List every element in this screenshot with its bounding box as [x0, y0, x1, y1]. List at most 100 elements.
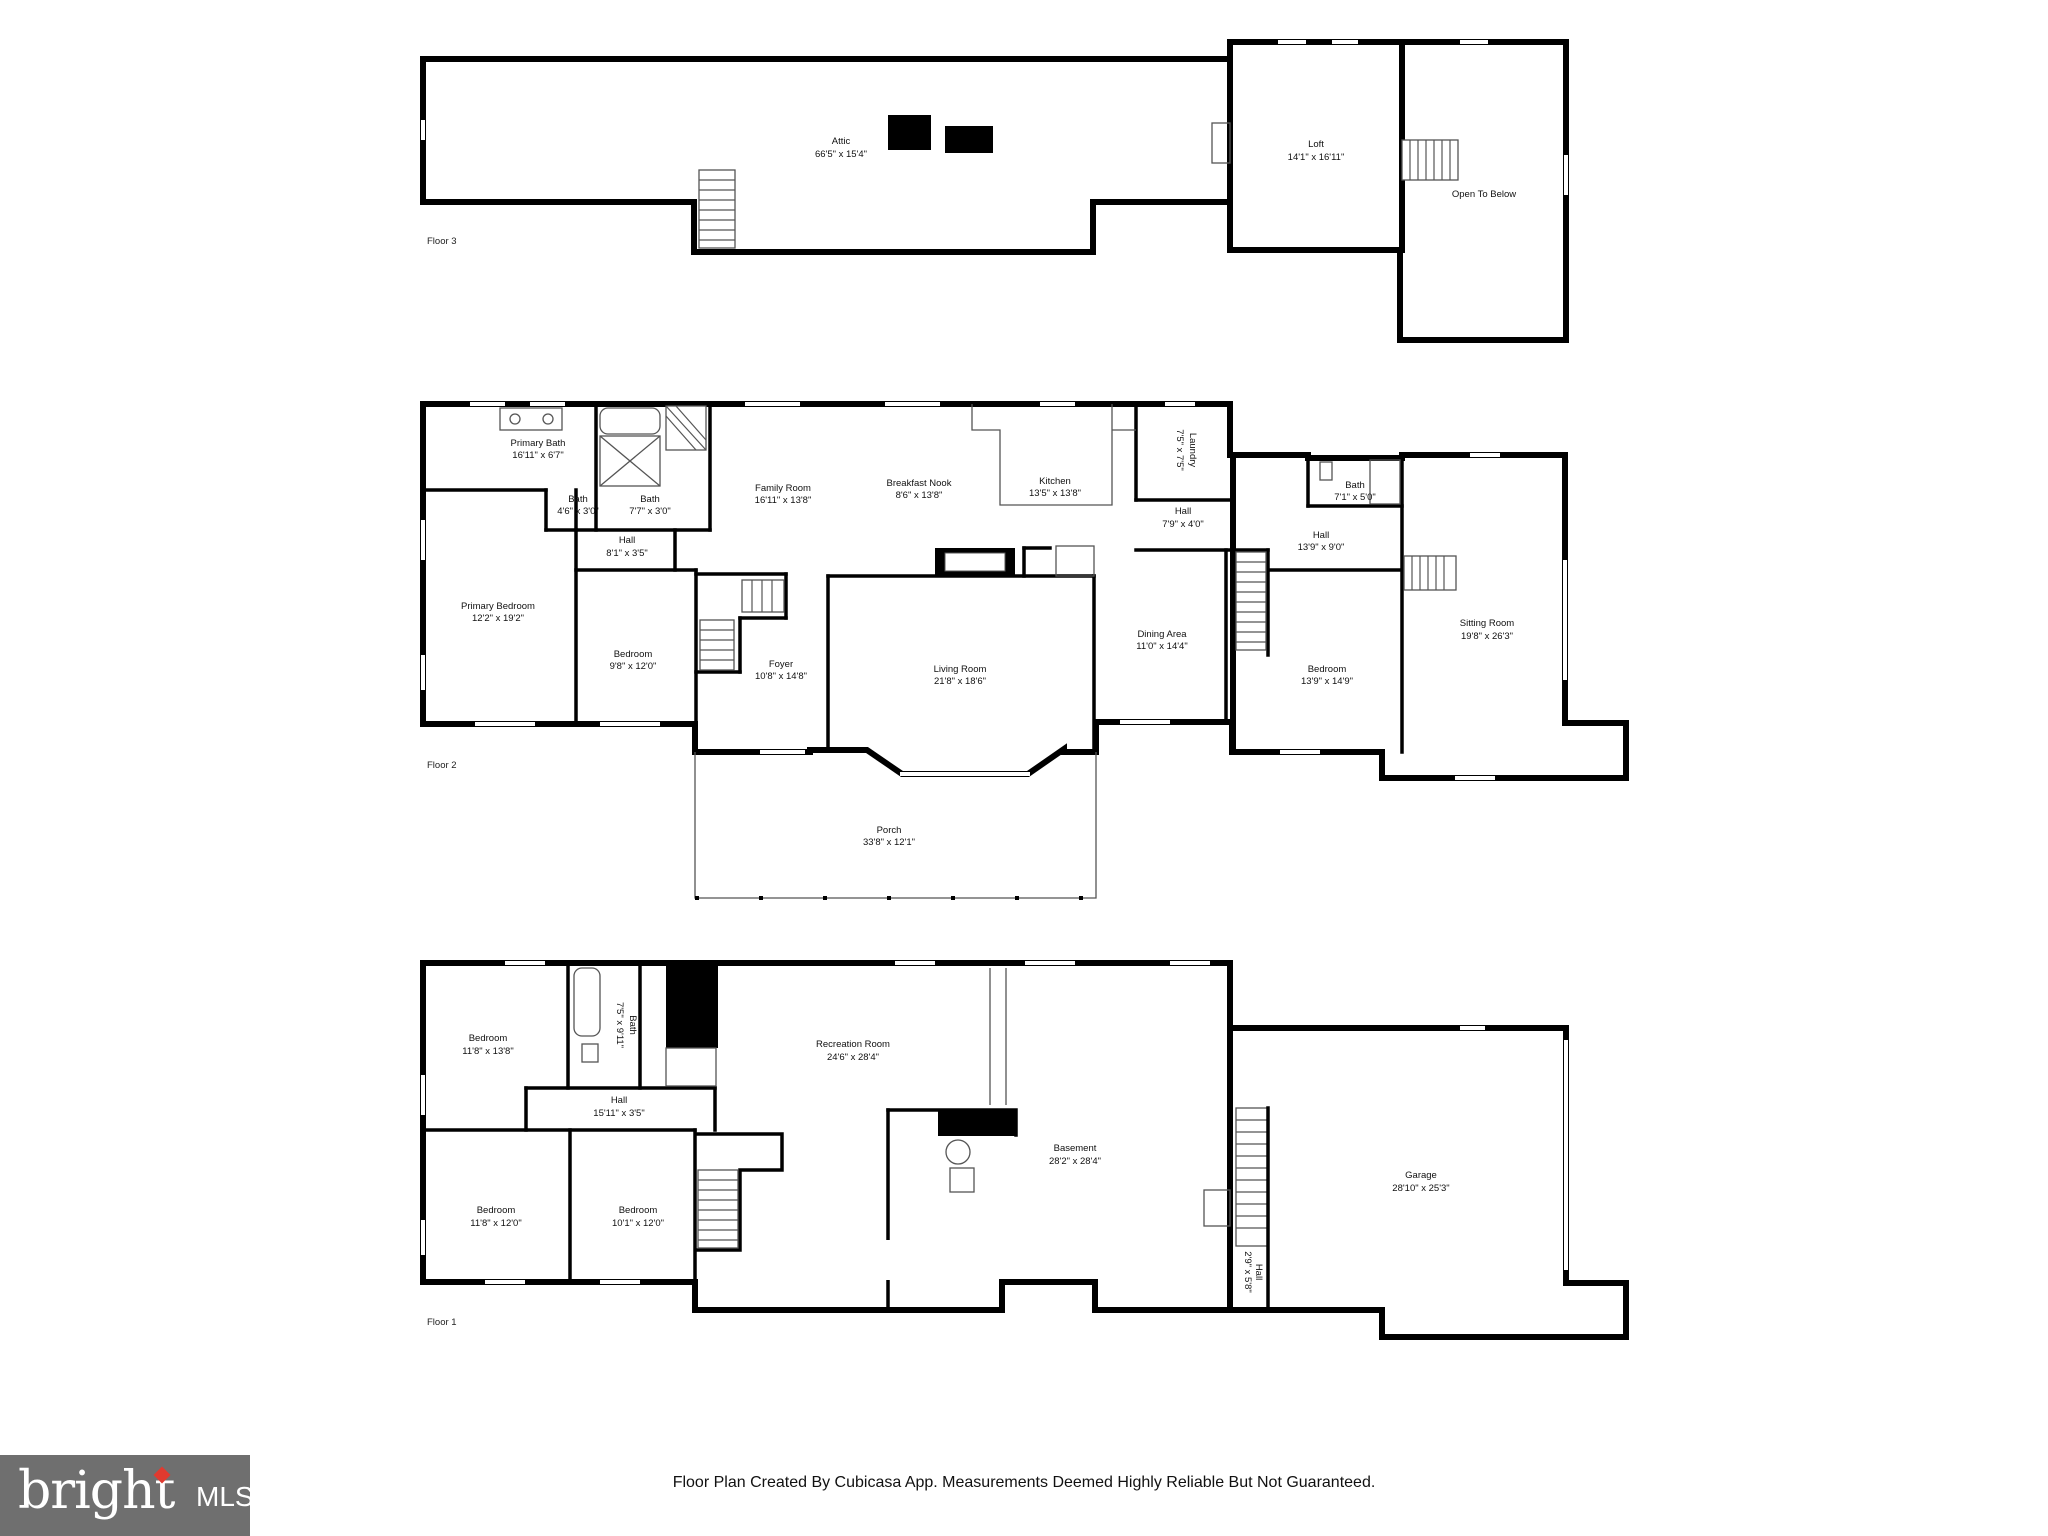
mechanical-block: [938, 1110, 1016, 1136]
bathtub: [573, 967, 601, 1037]
right-wing-stairs: [1235, 551, 1267, 651]
room-dimensions: 9'8" x 12'0": [610, 661, 657, 672]
attic-stairs: [698, 169, 736, 249]
floor-3-plan: Floor 3: [420, 39, 1569, 343]
room-name: Bath: [627, 1015, 638, 1035]
room-dimensions: 16'11" x 6'7": [512, 450, 563, 461]
logo-suffix-text: MLS: [196, 1481, 254, 1512]
floor-1-plan: Floor 1: [420, 960, 1629, 1340]
basement-stairs: [697, 1169, 739, 1249]
foyer-stairs: [699, 579, 785, 671]
room-name: Hall: [611, 1095, 627, 1106]
logo-brand-text: bright: [18, 1461, 175, 1521]
room-dimensions: 10'1" x 12'0": [612, 1218, 664, 1229]
room-name: Primary Bath: [511, 438, 566, 449]
room-dimensions: 11'8" x 13'8": [462, 1046, 513, 1057]
interior-wall: [696, 1132, 784, 1252]
room-dimensions: 13'5" x 13'8": [1029, 488, 1081, 499]
room-name: Hall: [619, 535, 635, 546]
loft-stairs: [1401, 139, 1459, 181]
room-name: Foyer: [769, 659, 793, 670]
family-room-stairs: [665, 405, 707, 451]
room-name: Basement: [1054, 1143, 1097, 1154]
room-dimensions: 10'8" x 14'8": [755, 671, 807, 682]
room-dimensions: 14'1" x 16'11": [1288, 152, 1345, 163]
room-name: Attic: [832, 136, 851, 147]
attic-vent-right: [945, 126, 993, 153]
room-name: Breakfast Nook: [887, 478, 952, 489]
room-name: Dining Area: [1137, 629, 1187, 640]
room-dimensions: 28'10" x 25'3": [1392, 1183, 1449, 1194]
room-dimensions: 7'9" x 4'0": [1162, 519, 1204, 530]
room-dimensions: 11'8" x 12'0": [470, 1218, 521, 1229]
room-name: Garage: [1405, 1170, 1437, 1181]
room-name: Bedroom: [614, 649, 653, 660]
shower: [599, 435, 661, 487]
room-dimensions: 7'1" x 5'0": [1334, 492, 1376, 503]
room-name: Hall: [1313, 530, 1329, 541]
room-name: Bedroom: [477, 1205, 516, 1216]
room-dimensions: 7'7" x 3'0": [629, 506, 671, 517]
shower: [1369, 459, 1401, 505]
room-name: Kitchen: [1039, 476, 1071, 487]
room-dimensions: 4'6" x 3'0": [557, 506, 599, 517]
room-dimensions: 19'8" x 26'3": [1461, 631, 1513, 642]
chimney: [1211, 122, 1231, 164]
main-house-outline: [420, 960, 1233, 1313]
chimney-outline: [1203, 1189, 1231, 1227]
room-name: Bath: [640, 494, 660, 505]
toilet: [1319, 461, 1333, 481]
room-dimensions: 12'2" x 19'2": [472, 613, 524, 624]
room-name: Sitting Room: [1460, 618, 1514, 629]
floor-label: Floor 1: [427, 1317, 457, 1328]
room-dimensions: 7'5" x 9'11": [614, 1002, 625, 1048]
room-name: Living Room: [934, 664, 987, 675]
room-dimensions: 21'8" x 18'6": [934, 676, 986, 687]
room-dimensions: 24'6" x 28'4": [827, 1052, 879, 1063]
room-name: Primary Bedroom: [461, 601, 535, 612]
bright-mls-logo: bright MLS: [0, 1455, 254, 1536]
room-name: Open To Below: [1452, 189, 1516, 200]
disclaimer-text: Floor Plan Created By Cubicasa App. Meas…: [672, 1474, 1376, 1491]
room-dimensions: 33'8" x 12'1": [863, 837, 915, 848]
room-name: Bath: [1345, 480, 1365, 491]
floor-2-plan: Floor 2: [420, 401, 1629, 900]
room-dimensions: 16'11" x 13'8": [755, 495, 812, 506]
main-house-outline: [420, 401, 1236, 777]
room-dimensions: 2'9" x 5'8": [1242, 1251, 1253, 1293]
room-labels: Attic 66'5" x 15'4" Loft 14'1" x 16'11" …: [461, 136, 1516, 1293]
room-dimensions: 13'9" x 9'0": [1298, 542, 1345, 553]
room-dimensions: 13'9" x 14'9": [1301, 676, 1353, 687]
room-name: Hall: [1175, 506, 1191, 517]
kitchen-counter: [971, 404, 1113, 506]
sitting-room-stairs: [1403, 555, 1457, 591]
room-name: Bedroom: [619, 1205, 658, 1216]
room-dimensions: 15'11" x 3'5": [593, 1108, 644, 1119]
room-name: Hall: [1253, 1264, 1264, 1280]
room-name: Bedroom: [1308, 664, 1347, 675]
room-name: Bedroom: [469, 1033, 508, 1044]
room-dimensions: 7'5" x 7'5": [1174, 429, 1185, 471]
room-dimensions: 8'1" x 3'5": [606, 548, 648, 559]
room-dimensions: 66'5" x 15'4": [815, 149, 867, 160]
room-name: Porch: [877, 825, 902, 836]
chimney-base: [666, 963, 718, 1048]
furnace: [949, 1167, 975, 1193]
refrigerator: [1055, 545, 1095, 577]
room-dimensions: 11'0" x 14'4": [1136, 641, 1187, 652]
room-name: Recreation Room: [816, 1039, 890, 1050]
room-dimensions: 28'2" x 28'4": [1049, 1156, 1101, 1167]
toilet: [581, 1043, 599, 1063]
vanity: [499, 407, 563, 431]
garage-stairs: [1235, 1107, 1269, 1247]
floor-label: Floor 2: [427, 760, 457, 771]
attic-vent-left: [888, 115, 931, 150]
room-name: Bath: [568, 494, 588, 505]
bathtub: [599, 407, 661, 435]
room-name: Loft: [1308, 139, 1324, 150]
floor-label: Floor 3: [427, 236, 457, 247]
closet: [665, 1047, 717, 1087]
room-name: Family Room: [755, 483, 811, 494]
room-name: Laundry: [1187, 433, 1198, 468]
